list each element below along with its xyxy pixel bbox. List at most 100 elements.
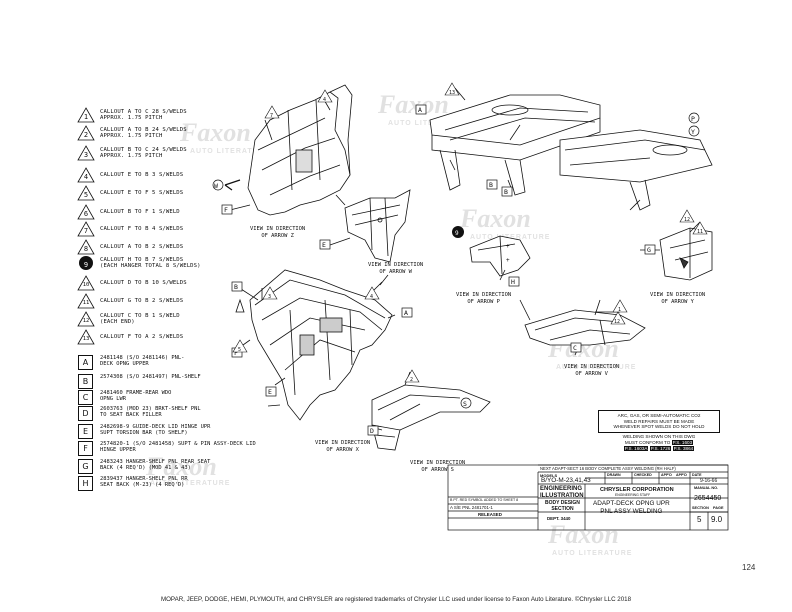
label-g: G: [647, 246, 651, 254]
caption-view-p: VIEW IN DIRECTION OF ARROW P: [456, 292, 512, 305]
title-date: 9-16-66: [700, 478, 718, 484]
label-w: W: [214, 182, 218, 190]
triangle-callout-icon: 10: [77, 275, 95, 291]
title-released: RELEASED: [478, 512, 502, 517]
callout-text: CALLOUT D TO B 10 S/WELDS: [100, 279, 187, 286]
svg-text:+: +: [506, 243, 510, 250]
title-date-label: DATE: [692, 473, 702, 477]
svg-text:12: 12: [614, 319, 620, 325]
title-checked: CHECKED: [634, 473, 652, 477]
callout-item: 4 CALLOUT E TO B 3 S/WELDS: [77, 167, 184, 183]
svg-text:7: 7: [270, 113, 273, 119]
svg-text:4: 4: [370, 294, 373, 300]
triangle-callout-icon: 2: [77, 125, 95, 141]
label-h: H: [511, 278, 515, 286]
svg-text:13: 13: [449, 90, 455, 96]
part-item: B 2574308 (S/O 2481497) PNL-SHELF: [78, 374, 201, 389]
triangle-callout-icon: 6: [77, 204, 95, 220]
svg-text:2: 2: [410, 377, 413, 383]
triangle-callout-icon: 8: [77, 239, 95, 255]
svg-text:9: 9: [455, 230, 459, 237]
callout-text: CALLOUT A TO C 28 S/WELDS APPROX. 1.75 P…: [100, 108, 187, 121]
callout-text: CALLOUT E TO B 3 S/WELDS: [100, 171, 184, 178]
callout-number: 6: [83, 210, 89, 218]
title-drawing-title: ADAPT-DECK OPNG UPR PNL ASSY WELDING: [593, 500, 670, 515]
svg-text:12: 12: [684, 217, 690, 223]
title-rev-2: A S/E PNL 2481701-1: [450, 505, 493, 510]
callout-text: CALLOUT G TO B 2 S/WELDS: [100, 297, 184, 304]
spec-ps-1603a: P.S. 1603A: [623, 446, 649, 451]
title-rev-1: B PT. RED SYMBOL ADDED TO SHEET 8: [450, 498, 519, 502]
drawing-view-x: [235, 269, 393, 421]
label-p: P: [691, 115, 695, 123]
title-body-design-section: BODY DESIGN SECTION: [545, 500, 580, 512]
callout-text: CALLOUT B TO F 1 S/WELD: [100, 208, 180, 215]
svg-text:11: 11: [697, 229, 703, 235]
svg-text:+: +: [506, 257, 510, 264]
callout-number: 1: [83, 113, 89, 121]
welding-conform-note: WELDING SHOWN ON THIS DWG MUST CONFORM T…: [622, 434, 696, 451]
part-letter: D: [78, 406, 93, 421]
svg-text:4: 4: [323, 97, 326, 103]
part-description: 2839437 HANGER-SHELF PNL RR SEAT BACK (M…: [100, 476, 188, 488]
part-letter: G: [78, 459, 93, 474]
page-number: 124: [742, 563, 756, 572]
title-section-label: SECTION: [692, 506, 709, 510]
triangle-callout-icon: 12: [77, 311, 95, 327]
callout-item: 2 CALLOUT A TO B 24 S/WELDS APPROX. 1.75 …: [77, 125, 187, 141]
title-company-sub: ENGINEERING STAFF: [615, 493, 651, 497]
part-letter: B: [78, 374, 93, 389]
caption-view-z: VIEW IN DIRECTION OF ARROW Z: [250, 226, 306, 239]
triangle-callout-icon: 4: [77, 167, 95, 183]
callout-text: CALLOUT B TO C 24 S/WELDS APPROX. 1.75 P…: [100, 146, 187, 159]
callout-number: 13: [82, 336, 90, 342]
label-b: B: [234, 283, 238, 291]
part-description: 2482698-9 GUIDE-DECK LID HINGE UPR SUPT …: [100, 424, 211, 436]
triangle-callout-icon: 5: [77, 185, 95, 201]
title-engineering-illustration: ENGINEERING ILLUSTRATION: [540, 486, 584, 499]
label-c: C: [573, 344, 577, 352]
part-description: 2603763 (MOD 23) BRKT-SHELF PNL TO SEAT …: [100, 406, 201, 418]
drawing-view-w: [344, 189, 411, 263]
part-letter: H: [78, 476, 93, 491]
label-s: S: [463, 400, 467, 408]
callout-number: 4: [83, 173, 89, 181]
spec-ps-1603: P.S. 1603: [671, 440, 694, 445]
svg-text:5: 5: [238, 347, 241, 353]
drawing-view-p: + +: [469, 235, 531, 277]
part-description: 2481460 FRAME-REAR WDO OPNG LWR: [100, 390, 172, 402]
callout-item: 6 CALLOUT B TO F 1 S/WELD: [77, 204, 180, 220]
callout-item: 1 CALLOUT A TO C 28 S/WELDS APPROX. 1.75 …: [77, 107, 187, 123]
callout-text: CALLOUT A TO B 24 S/WELDS APPROX. 1.75 P…: [100, 126, 187, 139]
callout-text: CALLOUT E TO F 5 S/WELDS: [100, 189, 184, 196]
triangle-callout-icon: 1: [77, 107, 95, 123]
label-a: A: [418, 106, 422, 114]
callout-number: 12: [82, 318, 90, 324]
triangle-callout-icon: 13: [77, 329, 95, 345]
drawing-shelf-upper: [429, 94, 713, 211]
part-item: D 2603763 (MOD 23) BRKT-SHELF PNL TO SEAT…: [78, 406, 201, 421]
title-page-no: 9.0: [711, 515, 723, 524]
caption-view-v: VIEW IN DIRECTION OF ARROW V: [564, 364, 620, 377]
part-description: 2481148 (S/O 2481146) PNL- DECK OPNG UPP…: [100, 355, 185, 367]
caption-view-y: VIEW IN DIRECTION OF ARROW Y: [650, 292, 706, 305]
trademark-footer: MOPAR, JEEP, DODGE, HEMI, PLYMOUTH, and …: [160, 596, 632, 603]
weld-repair-note: ARC, GAS, OR SEMI-AUTOMATIC CO2 WELD REP…: [598, 410, 720, 433]
callout-number: 2: [83, 131, 89, 139]
part-description: 2483243 HANGER-SHELF PNL REAR SEAT BACK …: [100, 459, 211, 471]
callout-text: CALLOUT F TO B 4 S/WELDS: [100, 225, 184, 232]
title-dept: DEPT. 3440: [547, 516, 571, 521]
part-description: 2574308 (S/O 2481497) PNL-SHELF: [100, 374, 201, 380]
callout-item: 10 CALLOUT D TO B 10 S/WELDS: [77, 275, 187, 291]
title-manual-no-label: MANUAL NO.: [694, 486, 719, 490]
label-e: E: [322, 241, 326, 249]
callout-text: CALLOUT H TO B 7 S/WELDS (EACH HANGER TO…: [100, 256, 201, 269]
